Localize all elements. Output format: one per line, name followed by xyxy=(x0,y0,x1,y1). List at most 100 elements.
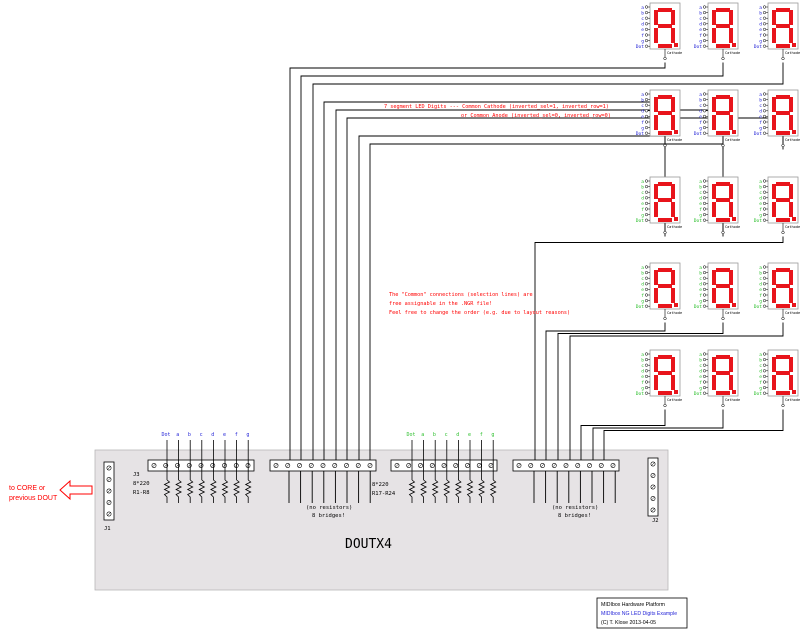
header-pin-label: b xyxy=(433,432,436,438)
cathode-label: Cathode xyxy=(785,138,800,142)
header-pin-label: d xyxy=(211,432,214,438)
credits-line2: MIDIbox NG LED Digits Example xyxy=(601,611,677,617)
segment-pin-label: b xyxy=(759,10,762,16)
arrow-icon xyxy=(59,479,93,501)
header-pin-label: b xyxy=(188,432,191,438)
segment-pin-label: Dot xyxy=(754,131,763,137)
resistor-bank1-range: R1-R8 xyxy=(133,490,150,496)
segment-pin-label: Dot xyxy=(694,131,703,137)
header-pin-label: c xyxy=(200,432,203,438)
segment-pin-label: a xyxy=(641,266,644,271)
resistor xyxy=(163,440,171,503)
segment-pin-label: f xyxy=(759,33,762,39)
segment-pin-label: d xyxy=(641,369,644,375)
segment-pin-label: b xyxy=(641,357,644,363)
segment-pin-label: f xyxy=(759,380,762,386)
segment-pin-label: c xyxy=(699,364,702,369)
segment-pin-label: b xyxy=(699,184,702,190)
segment-pin-label: c xyxy=(759,104,762,109)
segment-pin-label: g xyxy=(759,213,762,218)
segment-pin-label: e xyxy=(641,28,644,33)
segment-pin-label: d xyxy=(759,369,762,375)
header-pin-label: Dot xyxy=(161,432,170,438)
segment-pin-label: f xyxy=(699,380,702,386)
segment-pin-label: e xyxy=(641,115,644,120)
segment-pin-label: e xyxy=(641,375,644,380)
segment-pin-label: a xyxy=(759,6,762,11)
segment-pin-label: e xyxy=(641,288,644,293)
segment-pin-label: e xyxy=(759,202,762,207)
segment-pin-label: d xyxy=(641,109,644,115)
cathode-label: Cathode xyxy=(725,138,740,142)
segment-pin-label: b xyxy=(699,270,702,276)
cathode-label: Cathode xyxy=(725,51,740,55)
segment-pin-label: e xyxy=(699,288,702,293)
segment-pin-label: d xyxy=(759,282,762,288)
segment-pin-label: f xyxy=(699,33,702,39)
segment-pin-label: f xyxy=(759,293,762,299)
resistor-bank1-value: 8*220 xyxy=(133,481,150,487)
resistor xyxy=(466,440,474,503)
segment-pin-label: a xyxy=(641,353,644,358)
segment-pin-label: Dot xyxy=(636,218,645,224)
header-pin-label: a xyxy=(421,432,424,438)
resistors-layer xyxy=(163,440,497,503)
cathode-label: Cathode xyxy=(725,311,740,315)
segment-pin-label: b xyxy=(759,97,762,103)
segment-pin-label: Dot xyxy=(694,391,703,397)
segment-pin-label: b xyxy=(641,10,644,16)
segment-pin-label: c xyxy=(759,364,762,369)
bridge2-note-line2: 8 bridges! xyxy=(558,513,591,519)
bridge2-note-line1: (no resistors) xyxy=(552,505,598,511)
segment-pin-label: g xyxy=(699,213,702,218)
segment-pin-label: f xyxy=(641,120,644,126)
bridge1-note-line1: (no resistors) xyxy=(306,505,352,511)
common-cathode-note-line1: 7 segment LED Digits --- Common Cathode … xyxy=(384,104,609,110)
segment-pin-label: c xyxy=(699,17,702,22)
segment-pin-label: a xyxy=(699,6,702,11)
header-pin-label: Dot xyxy=(406,432,415,438)
segment-pin-label: g xyxy=(699,299,702,304)
arrow-label-line2: previous DOUT xyxy=(9,495,58,502)
segment-pin-label: f xyxy=(641,207,644,213)
segment-pin-label: c xyxy=(699,104,702,109)
pin-header xyxy=(147,459,255,472)
resistor xyxy=(233,440,240,503)
segment-pin-label: c xyxy=(641,17,644,22)
header-pin-label: d xyxy=(456,432,459,438)
segment-pin-label: a xyxy=(699,180,702,185)
segment-pin-label: a xyxy=(641,180,644,185)
segment-pin-label: g xyxy=(759,386,762,391)
header-pin-label: c xyxy=(445,432,448,438)
credits-line3: (C) T. Klose 2013-04-05 xyxy=(601,620,656,626)
resistor xyxy=(455,440,462,503)
pin-header xyxy=(647,457,659,517)
segment-pin-label: e xyxy=(759,288,762,293)
assign-note-line2: free assignable in the .NGR file! xyxy=(389,301,492,307)
segment-pin-label: f xyxy=(641,380,644,386)
pin-header xyxy=(390,459,498,472)
resistor xyxy=(198,440,206,503)
segment-pin-label: b xyxy=(641,184,644,190)
segment-pin-label: c xyxy=(641,277,644,282)
cathode-label: Cathode xyxy=(667,225,682,229)
credits-box: MIDIbox Hardware Platform MIDIbox NG LED… xyxy=(596,597,688,629)
pin-header xyxy=(103,461,115,521)
cathode-label: Cathode xyxy=(667,398,682,402)
segment-pin-label: c xyxy=(641,104,644,109)
segment-pin-label: g xyxy=(699,126,702,131)
credits-line1: MIDIbox Hardware Platform xyxy=(601,602,665,608)
segment-pin-label: a xyxy=(641,93,644,98)
segment-pin-label: Dot xyxy=(754,391,763,397)
segment-pin-label: d xyxy=(641,196,644,202)
segment-pin-label: d xyxy=(641,282,644,288)
